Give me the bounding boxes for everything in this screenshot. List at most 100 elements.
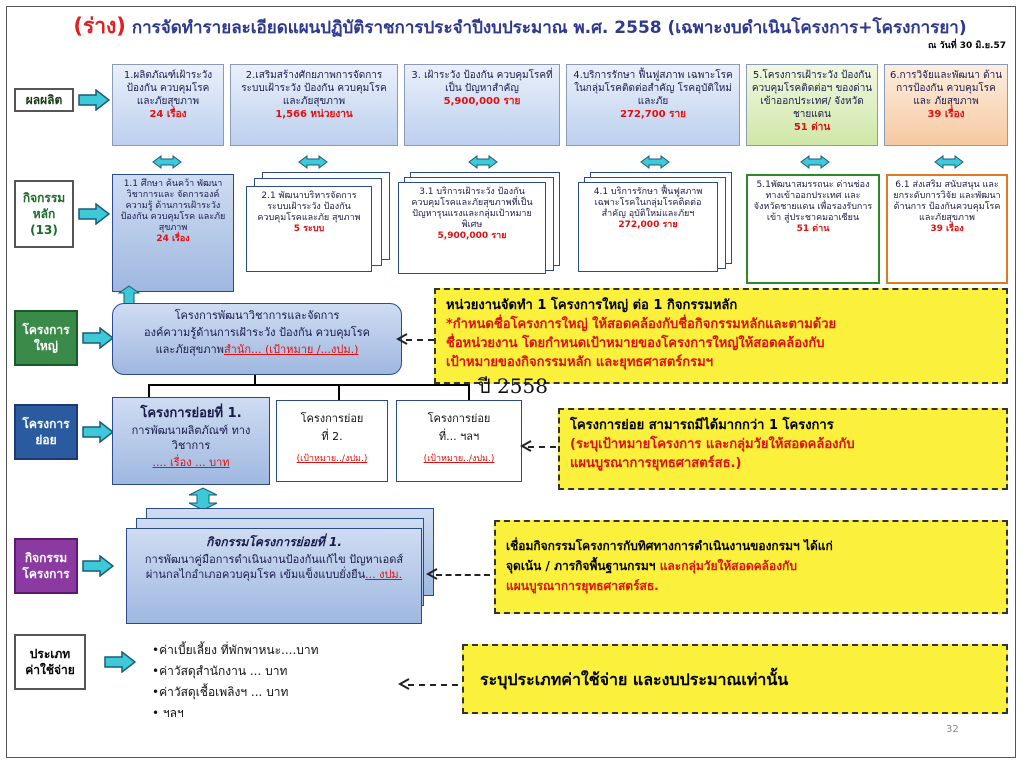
activity-value: 24 เรื่อง [156,234,190,244]
sub-project-2: โครงการย่อย ที่ 2. (เป้าหมาย../งปม.) [276,400,388,482]
connector-line [338,384,340,400]
note-text: แผนบูรณาการยุทธศาสตร์สธ.) [570,456,742,471]
output-text: 6.การวิจัยและพัฒนา ด้านการป้องกัน ควบคุม… [889,70,1003,107]
right-arrow-icon [82,421,114,443]
right-arrow-icon [78,203,110,225]
note-text: แผนบูรณาการยุทธศาสตร์สธ. [506,579,659,593]
sub-project-title: ที่ 2. [321,430,343,443]
activity-card-4: 4.1 บริการรักษา ฟื้นฟูสภาพ เฉพาะโรคในกลุ… [578,182,718,272]
arrowhead-icon [426,568,438,580]
vertical-double-arrow-icon [188,487,218,511]
row-label-text: ผลผลิต [25,93,63,107]
output-text: 2.เสริมสร้างศักยภาพการจัดการ ระบบเฝ้าระว… [241,70,387,107]
arrowhead-icon [398,678,410,690]
sub-project-1: โครงการย่อยที่ 1. การพัฒนาผลิตภัณฑ์ ทางว… [112,397,270,485]
double-arrow-icon [298,155,328,169]
main-project-box: โครงการพัฒนาวิชาการและจัดการ องค์ความรู้… [112,303,402,375]
note-text: เป้าหมายของกิจกรรมหลัก และยุทธศาสตร์กรมฯ [446,355,714,370]
right-arrow-icon [78,89,110,111]
right-arrow-icon [104,651,136,673]
double-arrow-icon [152,155,182,169]
project-activity-link[interactable]: ... งปม. [365,568,403,581]
row-label-text: โครงการ [22,567,70,581]
page-number: 32 [946,724,959,735]
arrowhead-icon [396,333,408,345]
expense-item: •ค่าเบี้ยเลี้ยง ที่พักพาหนะ....บาท [152,643,319,657]
output-text: 5.โครงการเฝ้าระวัง ป้องกัน ควบคุมโรคติดต… [751,70,873,120]
expense-item: •ค่าวัสดุสำนักงาน ... บาท [152,664,288,678]
activity-text: 6.1 ส่งเสริม สนับสนุน และยกระดับการวิจัย… [893,180,1001,223]
row-label-text: ใหญ่ [34,339,58,353]
output-value: 24 เรื่อง [149,109,187,120]
activity-card-6: 6.1 ส่งเสริม สนับสนุน และยกระดับการวิจัย… [886,174,1008,284]
output-value: 272,700 ราย [620,109,686,120]
connector-line [468,384,470,400]
output-card-2: 2.เสริมสร้างศักยภาพการจัดการ ระบบเฝ้าระว… [230,64,398,146]
slide-frame [6,6,1016,758]
project-activity-text: การพัฒนาคู่มือการดำเนินงานป้องกันแก้ไข ป… [144,553,404,581]
dashed-connector [406,339,434,341]
sub-project-title: ที่... ฯลฯ [438,430,480,443]
right-arrow-icon [82,327,114,349]
double-arrow-icon [468,155,498,169]
row-label-text: (13) [30,223,58,237]
connector-line [148,384,150,398]
draft-label: (ร่าง) [73,14,126,38]
row-label-text: ค่าใช้จ่าย [25,663,75,677]
row-label-text: กิจกรรม [24,551,68,565]
activity-text: 3.1 บริการเฝ้าระวัง ป้องกัน ควบคุมโรคและ… [411,187,533,230]
double-arrow-icon [934,155,964,169]
activity-card-2: 2.1 พัฒนาบริหารจัดการ ระบบเฝ้าระวัง ป้อง… [246,186,372,272]
activity-value: 51 ด่าน [796,224,830,234]
note-text: (ระบุเป้าหมายโครงการ และกลุ่มวัยให้สอดคล… [570,437,855,452]
activity-value: 272,000 ราย [618,220,678,230]
row-label-main-project: โครงการ ใหญ่ [14,310,78,366]
output-text: 1.ผลิตภัณฑ์เฝ้าระวัง ป้องกัน ควบคุมโรค แ… [123,70,213,107]
activity-text: 2.1 พัฒนาบริหารจัดการ ระบบเฝ้าระวัง ป้อง… [257,191,361,223]
row-label-expense-type: ประเภท ค่าใช้จ่าย [14,634,86,690]
row-label-text: ประเภท [29,647,71,661]
connector-line [148,384,470,386]
double-arrow-icon [800,155,830,169]
activity-value: 39 เรื่อง [930,224,964,234]
right-arrow-icon [82,555,114,577]
note-overlay-year: ปี 2558 [478,374,548,398]
note-text: โครงการย่อย สามารถมีได้มากกว่า 1 โครงการ [570,418,834,433]
project-activity-box: กิจกรรมโครงการย่อยที่ 1. การพัฒนาคู่มือก… [126,528,422,624]
expense-list: •ค่าเบี้ยเลี้ยง ที่พักพาหนะ....บาท •ค่าว… [152,640,392,724]
main-project-text: องค์ความรู้ด้านการเฝ้าระวัง ป้องกัน ควบค… [144,326,370,339]
activity-text: 5.1พัฒนาสมรรถนะ ด่านช่องทางเข้าออกประเทศ… [753,180,873,223]
dashed-connector [436,574,490,576]
sub-project-link[interactable]: .... เรื่อง ... บาท [152,456,230,469]
activity-card-3: 3.1 บริการเฝ้าระวัง ป้องกัน ควบคุมโรคและ… [398,182,546,274]
output-card-6: 6.การวิจัยและพัฒนา ด้านการป้องกัน ควบคุม… [884,64,1008,146]
sub-project-link[interactable]: (เป้าหมาย../งปม.) [296,454,368,464]
note-text: ระบุประเภทค่าใช้จ่าย และงบประมาณเท่านั้น [480,669,789,689]
main-project-link[interactable]: สำนัก... (เป้าหมาย /...งปม.) [223,343,359,356]
note-text: หน่วยงานจัดทำ 1 โครงการใหญ่ ต่อ 1 กิจกรร… [446,298,738,313]
output-value: 39 เรื่อง [927,109,965,120]
row-label-text: โครงการ [22,323,70,337]
title-text: การจัดทำรายละเอียดแผนปฏิบัติราชการประจำป… [131,18,967,38]
project-activity-title: กิจกรรมโครงการย่อยที่ 1. [206,535,342,549]
main-project-text: และภัยสุขภาพ [155,343,224,356]
sub-project-title: โครงการย่อยที่ 1. [140,406,242,421]
expense-item: •ค่าวัสดุเชื้อเพลิงฯ ... บาท [152,685,289,699]
row-label-main-activity: กิจกรรม หลัก (13) [14,180,74,248]
connector-line [254,375,256,385]
note-project-activity: เชื่อมกิจกรรมโครงการกับทิศทางการดำเนินงา… [494,520,1008,614]
sub-project-title: โครงการย่อย [427,412,491,425]
row-label-output: ผลผลิต [14,88,74,112]
output-card-1: 1.ผลิตภัณฑ์เฝ้าระวัง ป้องกัน ควบคุมโรค แ… [112,64,224,146]
row-label-project-activity: กิจกรรม โครงการ [14,538,78,594]
main-project-text: โครงการพัฒนาวิชาการและจัดการ [174,309,340,322]
sub-project-title: โครงการย่อย [300,412,364,425]
sub-project-link[interactable]: (เป้าหมาย../งปม.) [423,454,495,464]
activity-card-5: 5.1พัฒนาสมรรถนะ ด่านช่องทางเข้าออกประเทศ… [746,174,880,284]
row-label-sub-project: โครงการ ย่อย [14,404,78,460]
expense-item: • ฯลฯ [152,706,184,720]
output-card-3: 3. เฝ้าระวัง ป้องกัน ควบคุมโรคที่เป็น ปั… [404,64,560,146]
note-text: *กำหนดชื่อโครงการใหญ่ ให้สอดคล้องกับชื่อ… [446,317,837,332]
activity-text: 4.1 บริการรักษา ฟื้นฟูสภาพ เฉพาะโรคในกลุ… [593,187,703,219]
